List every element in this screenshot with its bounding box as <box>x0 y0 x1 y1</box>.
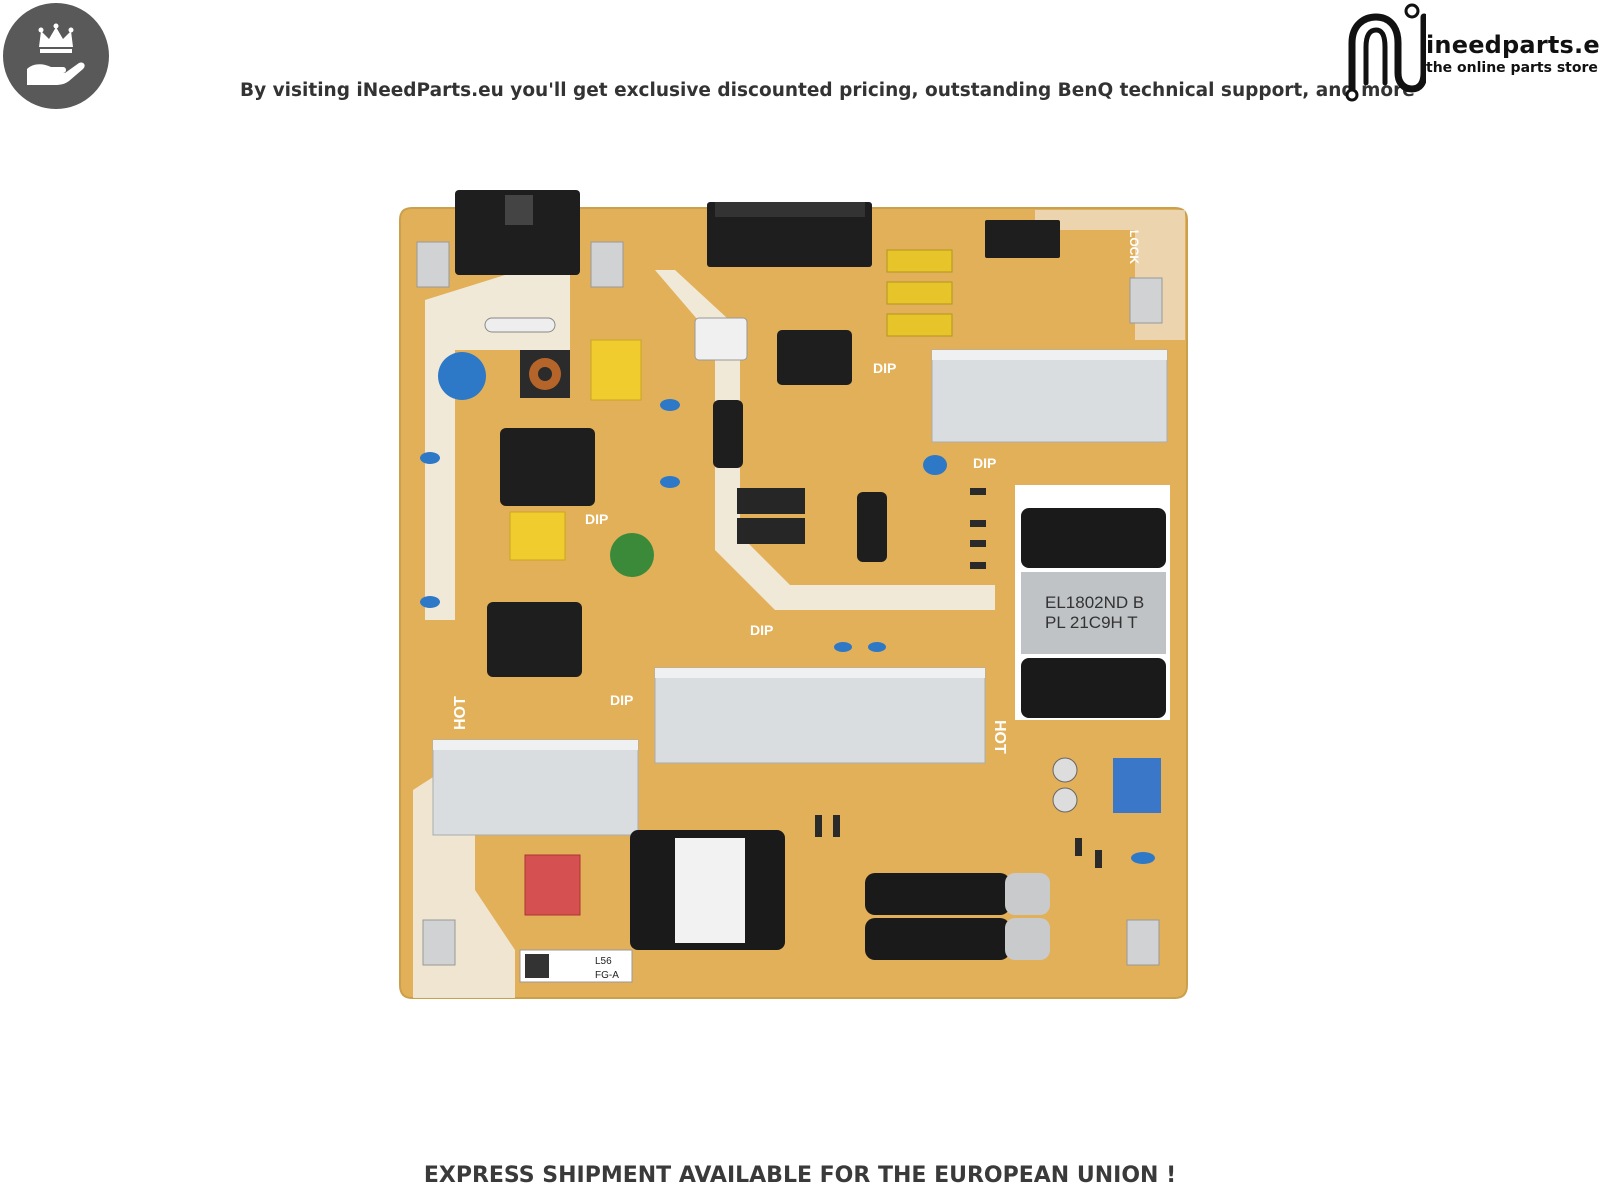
logo-subtitle: the online parts store <box>1426 60 1598 76</box>
power-supply-board-illustration: EL1802ND B PL 21C9H T L56 FG-A DIP DIP D… <box>399 190 1188 999</box>
varistor <box>438 352 486 400</box>
svg-text:L56: L56 <box>595 956 612 967</box>
plug-cable-icon <box>1345 3 1426 102</box>
heatsink-center <box>654 667 986 764</box>
heatsink-bottom-left <box>432 739 639 836</box>
crown-hand-icon <box>27 23 85 85</box>
svg-text:DIP: DIP <box>873 360 896 376</box>
svg-text:DIP: DIP <box>610 692 633 708</box>
svg-text:DIP: DIP <box>750 622 773 638</box>
svg-text:EL1802ND B: EL1802ND B <box>1045 593 1144 612</box>
svg-text:PL 21C9H T: PL 21C9H T <box>1045 613 1138 632</box>
logo-name: ineedparts.eu <box>1426 31 1600 59</box>
svg-text:LOCK: LOCK <box>1127 230 1141 264</box>
product-image: EL1802ND B PL 21C9H T L56 FG-A DIP DIP D… <box>395 190 1235 1030</box>
svg-text:DIP: DIP <box>585 511 608 527</box>
output-connector <box>707 202 872 267</box>
ac-input-connector <box>455 190 580 275</box>
svg-text:DIP: DIP <box>973 455 996 471</box>
common-mode-choke <box>500 428 595 506</box>
heatsink-top-right <box>931 349 1168 443</box>
tagline: By visiting iNeedParts.eu you'll get exc… <box>240 80 1415 101</box>
svg-text:HOT: HOT <box>452 696 469 730</box>
main-transformer <box>1021 508 1166 568</box>
crown-hand-badge <box>3 3 109 109</box>
svg-text:HOT: HOT <box>991 720 1008 754</box>
site-logo[interactable]: ineedparts.eu the online parts store <box>1342 3 1600 103</box>
express-shipment-notice: EXPRESS SHIPMENT AVAILABLE FOR THE EUROP… <box>423 1163 1177 1188</box>
svg-text:FG-A: FG-A <box>595 970 619 981</box>
